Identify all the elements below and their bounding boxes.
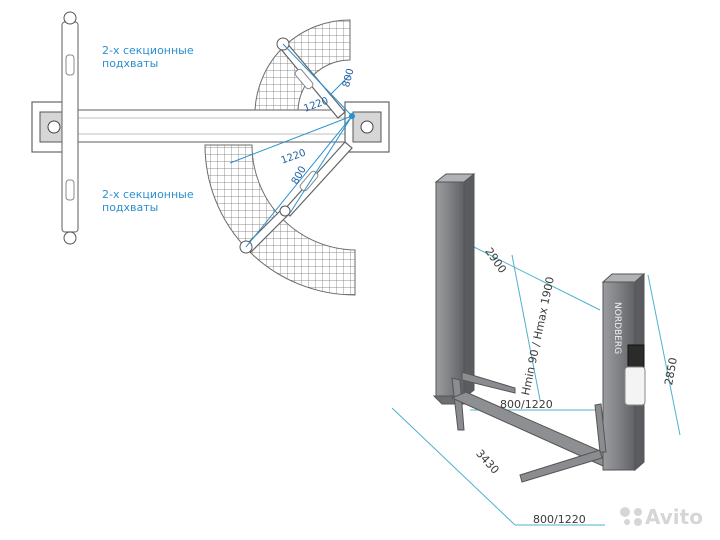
front-arm-long [519,449,603,483]
front-arm-short [594,403,607,453]
dim-depth: 3430 [473,447,501,477]
column-brand: NORDBERG [612,302,622,354]
dim-height-lift: Hmin 90 / Hmax 1900 [519,276,557,397]
rear-column [435,181,465,399]
iso-view: NORDBERG 2900 Hmin 90 / Hmax 1900 2850 8… [391,172,681,526]
arm-pad-bottom [63,231,77,245]
avito-watermark: Avito [620,505,703,529]
dim-column-height: 2850 [662,356,680,386]
pump-tank [624,366,646,406]
rear-arm-left [451,377,465,431]
dim-arms-rear: 800/1220 [500,398,553,411]
main-beam [59,109,361,143]
dim-width: 2900 [482,245,509,275]
dim-arms-front: 800/1220 [533,513,586,526]
note-upper-line2: подхваты [102,57,158,70]
pump-motor [627,344,645,368]
top-view: 1220 800 1220 800 2-х секционные подхват… [31,11,390,296]
note-lower-line2: подхваты [102,201,158,214]
dim-arm-long-lower: 1220 [280,148,308,167]
note-lower-line1: 2-х секционные [102,188,194,201]
rear-arm-right [461,371,516,394]
arm-pad-top [63,11,77,25]
dim-arm-short-upper: 800 [341,67,357,88]
note-upper-line1: 2-х секционные [102,44,194,57]
watermark-text: Avito [645,505,703,529]
